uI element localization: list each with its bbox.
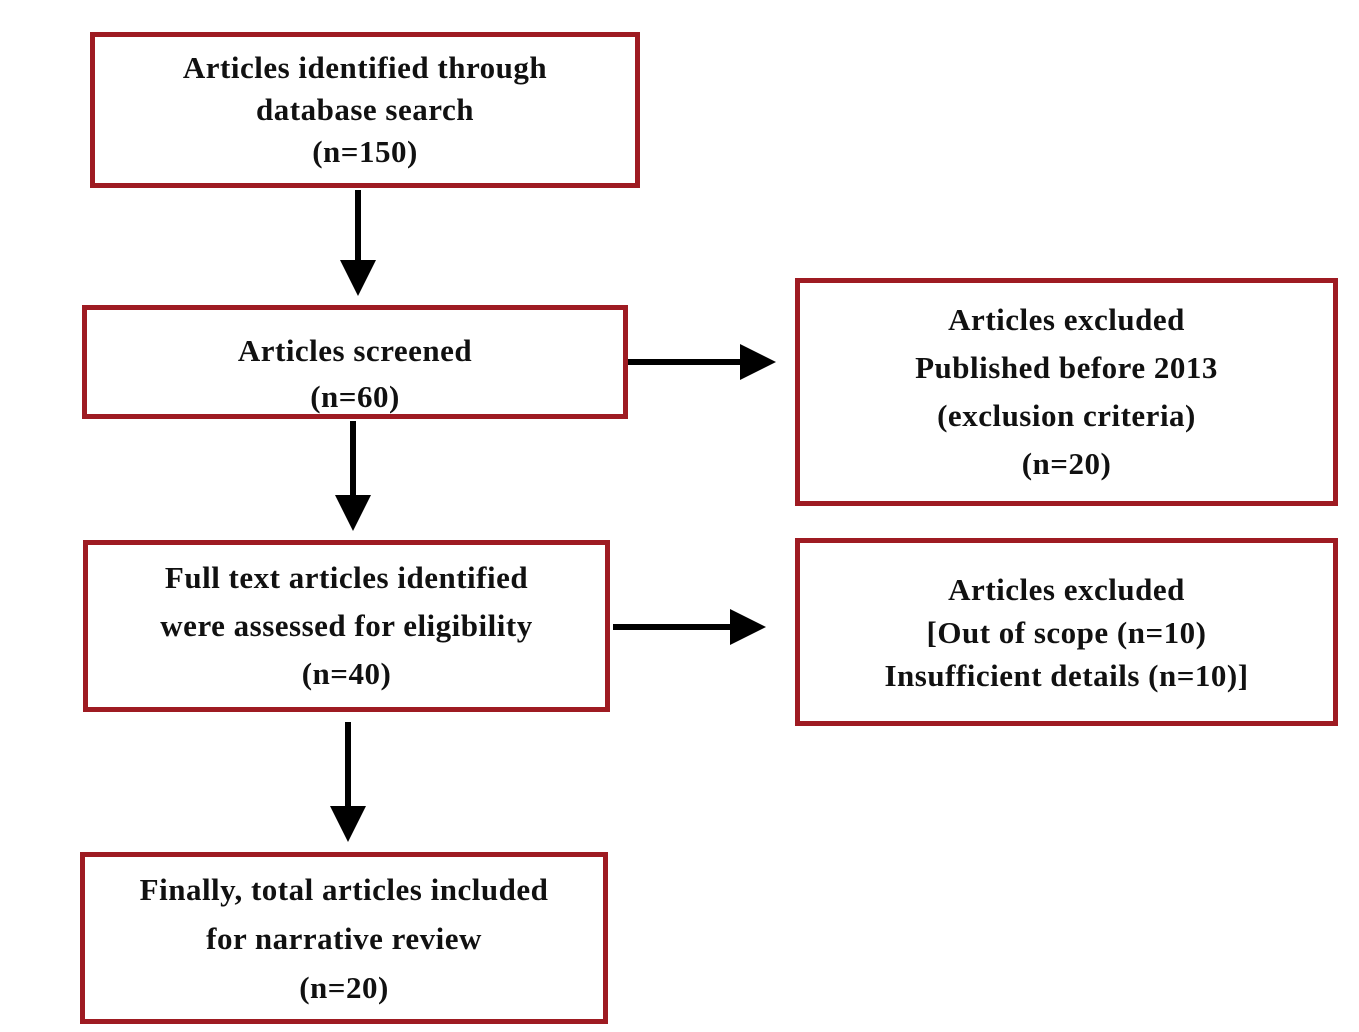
box-line: for narrative review	[206, 920, 482, 956]
box-count: (n=150)	[312, 134, 418, 169]
box-count: (n=20)	[299, 969, 389, 1005]
box-line: Articles identified through	[182, 50, 548, 85]
box-count: (n=20)	[1021, 446, 1112, 481]
box-excluded-before-2013: Articles excluded Published before 2013 …	[795, 278, 1338, 506]
box-articles-included: Finally, total articles included for nar…	[80, 852, 608, 1024]
box-articles-screened: Articles screened (n=60)	[82, 305, 628, 419]
box-line: Finally, total articles included	[139, 871, 549, 907]
box-line: Articles excluded	[948, 571, 1185, 607]
box-line: Articles excluded	[948, 302, 1185, 337]
box-excluded-scope-details: Articles excluded [Out of scope (n=10) I…	[795, 538, 1338, 726]
box-line: [Out of scope (n=10)	[926, 614, 1207, 650]
box-fulltext-assessed: Full text articles identified were asses…	[83, 540, 610, 712]
box-line: Insufficient details (n=10)]	[884, 657, 1249, 693]
box-line: Articles screened	[237, 333, 473, 368]
box-count: (n=60)	[310, 379, 400, 414]
box-line: Published before 2013	[915, 350, 1218, 385]
box-line: Full text articles identified	[164, 560, 529, 595]
box-line: (exclusion criteria)	[937, 398, 1196, 433]
box-count: (n=40)	[301, 656, 392, 691]
box-articles-identified: Articles identified through database sea…	[90, 32, 640, 188]
box-line: database search	[256, 92, 474, 127]
box-line: were assessed for eligibility	[160, 608, 533, 643]
